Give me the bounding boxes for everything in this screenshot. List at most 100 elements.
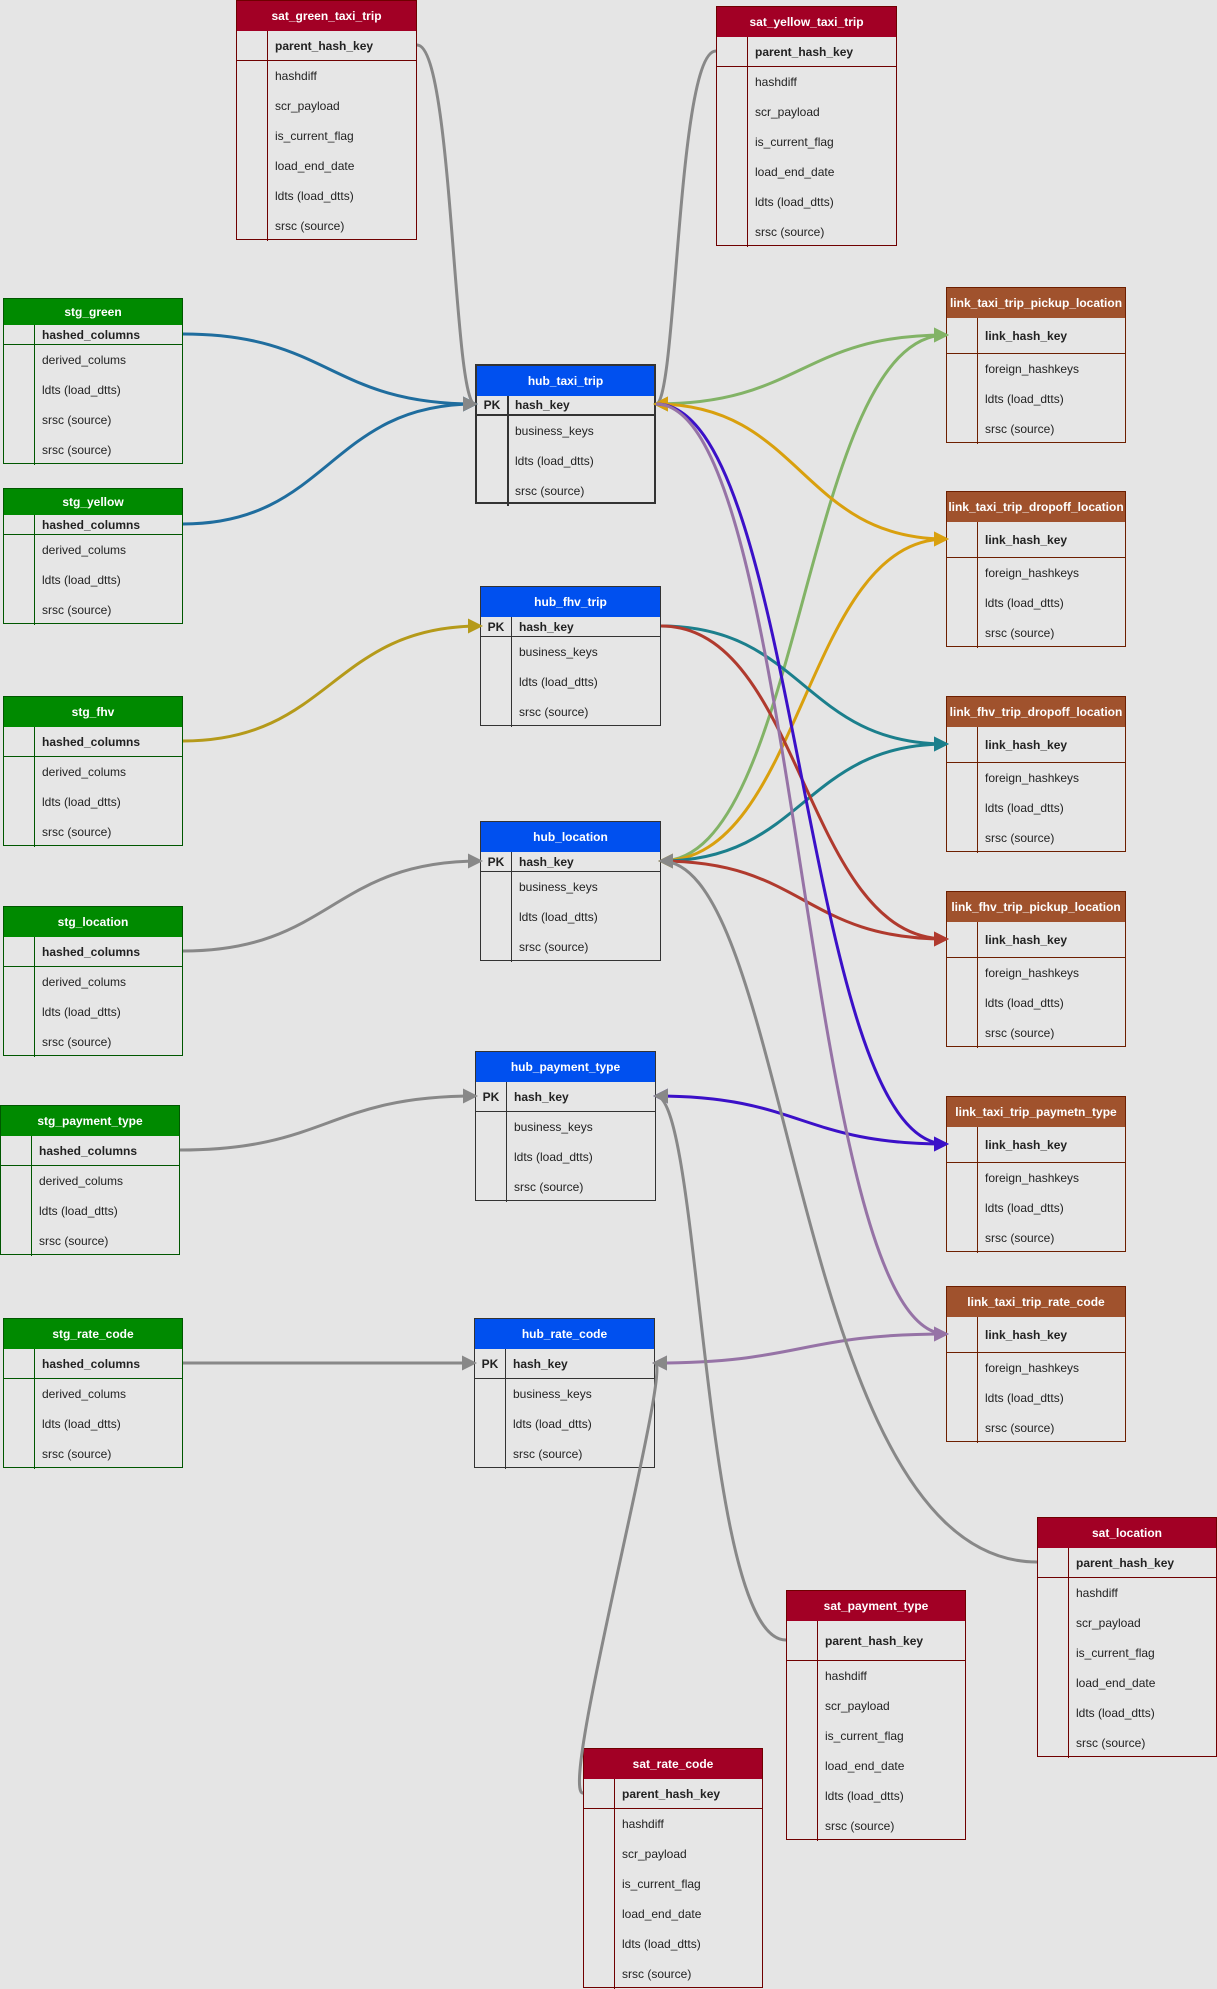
table-header[interactable]: link_taxi_trip_pickup_location bbox=[947, 288, 1125, 318]
column-row: load_end_date bbox=[1038, 1668, 1216, 1698]
column-row: ldts (load_dtts) bbox=[4, 787, 182, 817]
table-header[interactable]: link_taxi_trip_paymetn_type bbox=[947, 1097, 1125, 1127]
column-row: srsc (source) bbox=[584, 1959, 762, 1989]
key-row: hashed_columns bbox=[4, 937, 182, 967]
column-name: derived_colums bbox=[42, 765, 127, 779]
column-row: srsc (source) bbox=[476, 1172, 655, 1202]
column-name: foreign_hashkeys bbox=[985, 771, 1080, 785]
column-row: scr_payload bbox=[584, 1839, 762, 1869]
column-row: load_end_date bbox=[717, 157, 896, 187]
table-header[interactable]: sat_payment_type bbox=[787, 1591, 965, 1621]
table-header[interactable]: hub_fhv_trip bbox=[481, 587, 660, 617]
column-row: foreign_hashkeys bbox=[947, 1163, 1125, 1193]
table-header[interactable]: link_taxi_trip_dropoff_location bbox=[947, 492, 1125, 522]
column-name: hash_key bbox=[514, 1089, 569, 1104]
table-header[interactable]: stg_rate_code bbox=[4, 1319, 182, 1349]
key-row: hashed_columns bbox=[4, 515, 182, 535]
column-row: foreign_hashkeys bbox=[947, 1353, 1125, 1383]
table-header[interactable]: link_taxi_trip_rate_code bbox=[947, 1287, 1125, 1317]
column-name: srsc (source) bbox=[42, 443, 112, 457]
column-row: scr_payload bbox=[787, 1691, 965, 1721]
column-name: link_hash_key bbox=[985, 532, 1068, 547]
table-header[interactable]: stg_location bbox=[4, 907, 182, 937]
column-row: ldts (load_dtts) bbox=[1, 1196, 179, 1226]
key-row: link_hash_key bbox=[947, 1127, 1125, 1163]
column-name: business_keys bbox=[514, 1120, 593, 1134]
column-name: ldts (load_dtts) bbox=[825, 1789, 904, 1803]
key-column-divider bbox=[34, 937, 35, 1057]
column-row: srsc (source) bbox=[1, 1226, 179, 1256]
column-row: ldts (load_dtts) bbox=[477, 446, 654, 476]
column-row: derived_colums bbox=[4, 967, 182, 997]
column-name: srsc (source) bbox=[985, 1026, 1055, 1040]
table-header[interactable]: hub_location bbox=[481, 822, 660, 852]
stg-table-stg_location[interactable]: stg_location hashed_columns derived_colums… bbox=[3, 906, 183, 1057]
column-name: hash_key bbox=[519, 854, 574, 869]
key-column-divider bbox=[817, 1621, 818, 1841]
table-header[interactable]: sat_green_taxi_trip bbox=[237, 1, 416, 31]
table-header[interactable]: stg_green bbox=[4, 299, 182, 325]
table-header[interactable]: sat_location bbox=[1038, 1518, 1216, 1548]
column-name: hash_key bbox=[515, 398, 570, 412]
column-name: hashdiff bbox=[825, 1669, 867, 1683]
table-header[interactable]: hub_rate_code bbox=[475, 1319, 654, 1349]
column-row: hashdiff bbox=[584, 1809, 762, 1839]
column-name: hashed_columns bbox=[39, 1143, 138, 1158]
column-row: business_keys bbox=[481, 872, 660, 902]
column-row: srsc (source) bbox=[4, 1027, 182, 1057]
column-name: parent_hash_key bbox=[755, 44, 854, 59]
key-row: parent_hash_key bbox=[717, 37, 896, 67]
key-row: link_hash_key bbox=[947, 318, 1125, 354]
pk-marker: PK bbox=[482, 1089, 500, 1104]
table-header[interactable]: sat_rate_code bbox=[584, 1749, 762, 1779]
column-row: ldts (load_dtts) bbox=[4, 1409, 182, 1439]
table-header[interactable]: sat_yellow_taxi_trip bbox=[717, 7, 896, 37]
table-header[interactable]: stg_payment_type bbox=[1, 1106, 179, 1136]
column-name: srsc (source) bbox=[622, 1967, 692, 1981]
column-name: srsc (source) bbox=[985, 626, 1055, 640]
table-header[interactable]: hub_payment_type bbox=[476, 1052, 655, 1082]
table-header[interactable]: stg_fhv bbox=[4, 697, 182, 727]
table-header[interactable]: link_fhv_trip_dropoff_location bbox=[947, 697, 1125, 727]
key-row: parent_hash_key bbox=[787, 1621, 965, 1661]
column-row: srsc (source) bbox=[947, 1223, 1125, 1253]
table-header[interactable]: stg_yellow bbox=[4, 489, 182, 515]
column-name: hash_key bbox=[513, 1356, 568, 1371]
table-header[interactable]: link_fhv_trip_pickup_location bbox=[947, 892, 1125, 922]
column-name: hashed_columns bbox=[42, 944, 141, 959]
column-name: ldts (load_dtts) bbox=[42, 1005, 121, 1019]
column-name: srsc (source) bbox=[513, 1447, 583, 1461]
key-column-divider bbox=[977, 727, 978, 853]
table-header[interactable]: hub_taxi_trip bbox=[477, 366, 654, 396]
